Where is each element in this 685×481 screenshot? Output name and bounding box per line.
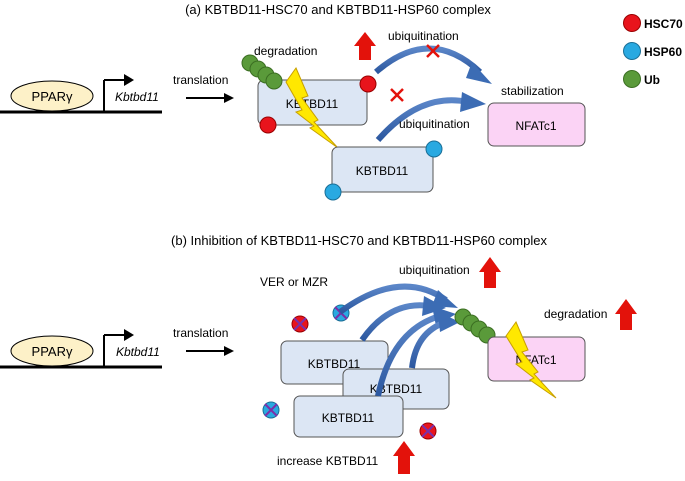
ubiquitination-label-a1: ubiquitination (388, 29, 459, 43)
blocked-x-a2 (390, 88, 404, 102)
kbtbd11-box-a1: KBTBD11 (257, 79, 368, 126)
pparg-label-b: PPARγ (32, 344, 73, 359)
promoter-arrowhead-b (124, 329, 134, 341)
legend-ub-dot (623, 70, 641, 88)
degradation-label-a: degradation (254, 44, 317, 58)
blue-arrowhead-a1 (466, 62, 492, 84)
hsc70-dot-a1 (359, 75, 377, 93)
gene-label-a: Kbtbd11 (115, 90, 159, 104)
inhibited-hsc70-1 (291, 315, 309, 333)
ubiquitination-label-b: ubiquitination (399, 263, 470, 277)
ubiquitination-label-a2: ubiquitination (399, 117, 470, 131)
blue-arrow-a2 (375, 97, 469, 142)
kbtbd11-box-b3: KBTBD11 (293, 395, 404, 438)
ub-chain-a (241, 54, 283, 90)
gene-line-b (0, 329, 162, 369)
translation-label-a: translation (173, 73, 228, 87)
gene-line-a (0, 74, 162, 114)
increase-label: increase KBTBD11 (277, 454, 378, 468)
nfatc1-label-a: NFATc1 (515, 119, 556, 133)
promoter-arrowhead-a (124, 74, 134, 86)
blue-arrowhead-a2 (460, 92, 486, 112)
panel-a-title: (a) KBTBD11-HSC70 and KBTBD11-HSP60 comp… (185, 2, 491, 17)
panel-b-title: (b) Inhibition of KBTBD11-HSC70 and KBTB… (171, 233, 547, 248)
legend-hsc70-label: HSC70 (644, 17, 683, 31)
pparg-node-b: PPARγ (10, 335, 94, 367)
inhibited-hsp60-2 (262, 401, 280, 419)
translation-arrow-b (186, 346, 234, 356)
ub-chain-b (454, 308, 496, 344)
inhibited-hsc70-2 (419, 422, 437, 440)
red-up-arrow-b2 (615, 299, 637, 330)
lightning-bolt-b (505, 320, 557, 399)
nfatc1-box-b: NFATc1 (487, 336, 586, 382)
legend-hsp60-dot (623, 42, 641, 60)
hsp60-dot-a2 (324, 183, 342, 201)
blocked-x-a1 (426, 44, 440, 58)
legend-hsp60-label: HSP60 (644, 45, 682, 59)
kbtbd11-label-a2: KBTBD11 (356, 164, 409, 178)
pparg-label-a: PPARγ (32, 89, 73, 104)
kbtbd11-box-a2: KBTBD11 (331, 146, 434, 193)
blue-arrows-b (338, 283, 460, 397)
legend-hsc70-dot (623, 14, 641, 32)
red-up-arrow-b1 (479, 257, 501, 288)
legend: HSC70 HSP60 Ub (623, 14, 683, 88)
legend-ub-label: Ub (644, 73, 660, 87)
lightning-bolt-a (285, 66, 339, 149)
red-up-arrow-a (354, 32, 376, 60)
inhibitor-label: VER or MZR (260, 275, 328, 289)
translation-arrow-a (186, 93, 234, 103)
hsc70-dot-a2 (259, 116, 277, 134)
stabilization-label: stabilization (501, 84, 564, 98)
gene-label-b: Kbtbd11 (116, 345, 160, 359)
nfatc1-box-a: NFATc1 (487, 102, 586, 147)
kbtbd11-label-a1: KBTBD11 (286, 97, 339, 111)
pparg-node-a: PPARγ (10, 80, 94, 112)
kbtbd11-label-b1: KBTBD11 (308, 357, 361, 371)
kbtbd11-label-b3: KBTBD11 (322, 411, 375, 425)
translation-label-b: translation (173, 326, 228, 340)
red-up-arrow-b3 (393, 441, 415, 474)
degradation-label-b: degradation (544, 307, 607, 321)
hsp60-dot-a1 (425, 140, 443, 158)
blue-arrow-a1 (374, 45, 483, 75)
